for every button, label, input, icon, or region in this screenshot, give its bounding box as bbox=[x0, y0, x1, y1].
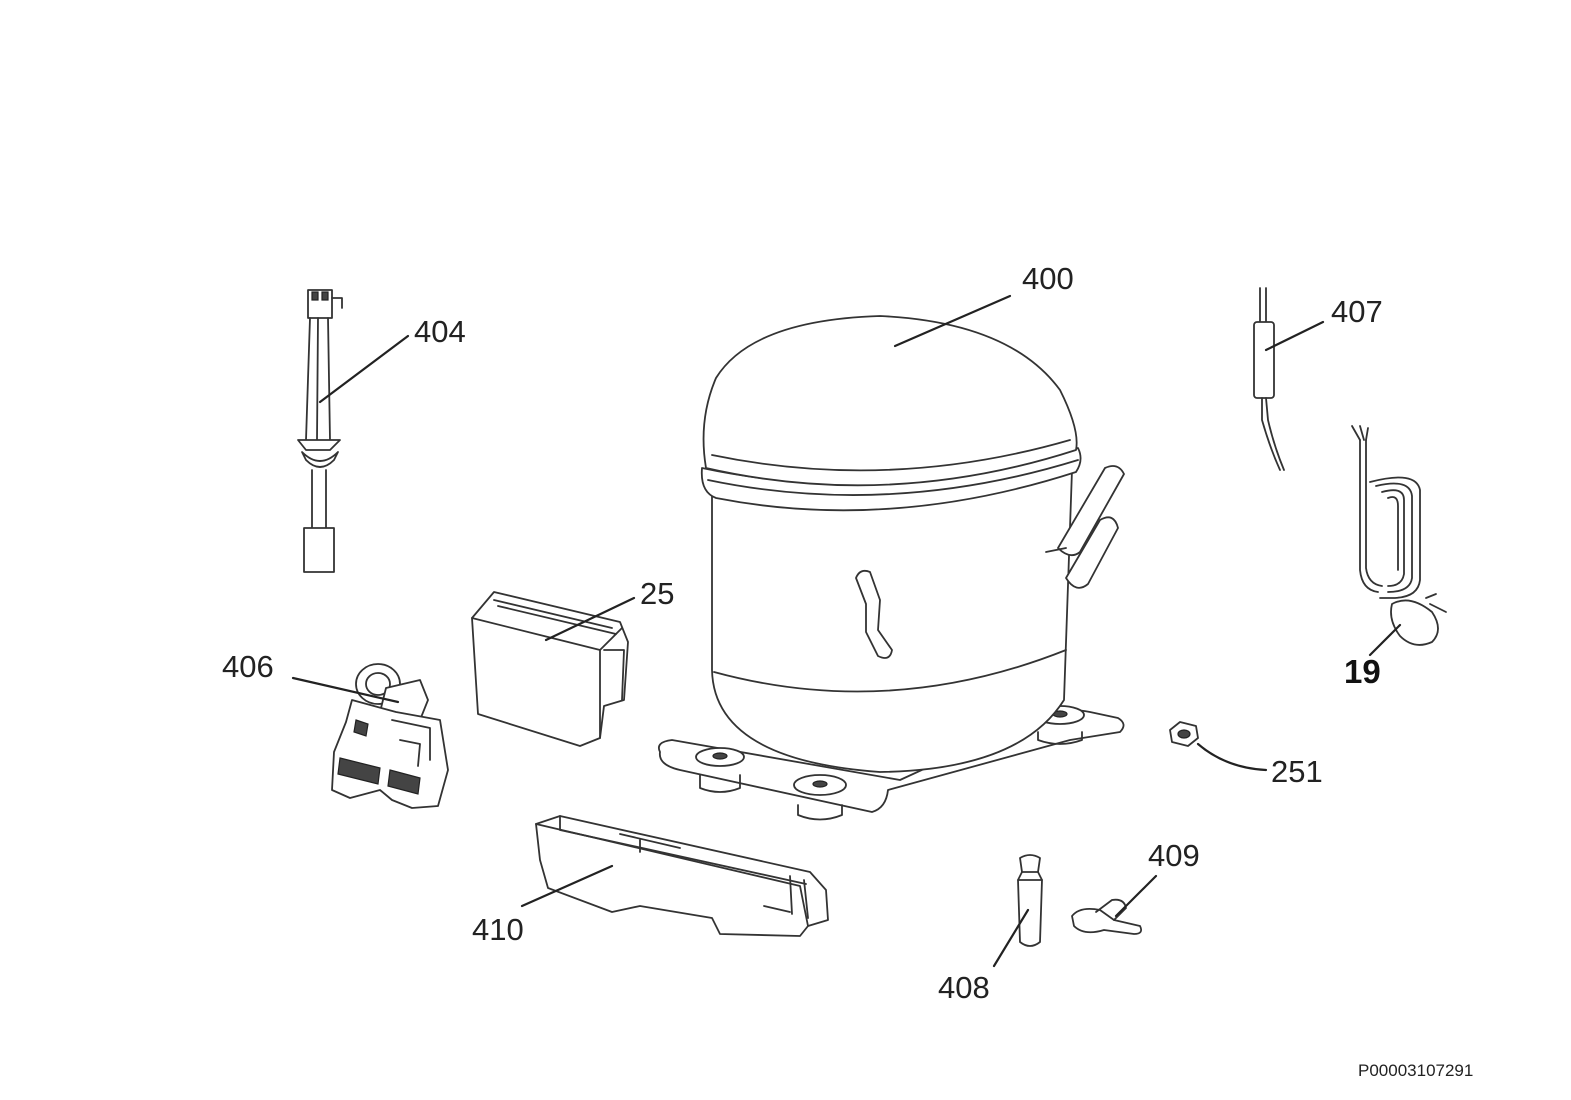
leader-line-400 bbox=[893, 294, 1012, 348]
label-408: 408 bbox=[938, 970, 990, 1005]
label-410: 410 bbox=[472, 912, 524, 947]
power-cable-part[interactable] bbox=[297, 289, 343, 573]
document-id: P00003107291 bbox=[1358, 1061, 1473, 1080]
label-25: 25 bbox=[640, 576, 674, 611]
label-407: 407 bbox=[1331, 294, 1383, 329]
label-404: 404 bbox=[414, 314, 466, 349]
power-cord-part[interactable] bbox=[1351, 425, 1447, 646]
clip-part[interactable] bbox=[1071, 898, 1143, 935]
nut-part[interactable] bbox=[1169, 721, 1199, 747]
leader-line-406 bbox=[291, 676, 400, 704]
leader-line-19 bbox=[1368, 623, 1402, 657]
service-tube-part[interactable] bbox=[1017, 854, 1043, 947]
leader-line-409 bbox=[1114, 874, 1158, 918]
compressor-part[interactable] bbox=[657, 315, 1125, 821]
leader-line-404 bbox=[318, 334, 410, 404]
mounting-bracket-part[interactable] bbox=[535, 815, 829, 937]
label-251: 251 bbox=[1271, 754, 1323, 789]
label-409: 409 bbox=[1148, 838, 1200, 873]
leader-line-407 bbox=[1264, 320, 1325, 352]
label-406: 406 bbox=[222, 649, 274, 684]
leader-line-410 bbox=[520, 864, 614, 908]
relay-cover-part[interactable] bbox=[471, 591, 629, 747]
filter-drier-part[interactable] bbox=[1253, 287, 1285, 471]
starting-relay-part[interactable] bbox=[331, 663, 449, 809]
leader-line-408 bbox=[992, 908, 1030, 968]
leader-line-25 bbox=[544, 596, 636, 642]
label-19: 19 bbox=[1344, 653, 1381, 690]
leader-line-251 bbox=[1196, 742, 1268, 772]
label-400: 400 bbox=[1022, 261, 1074, 296]
